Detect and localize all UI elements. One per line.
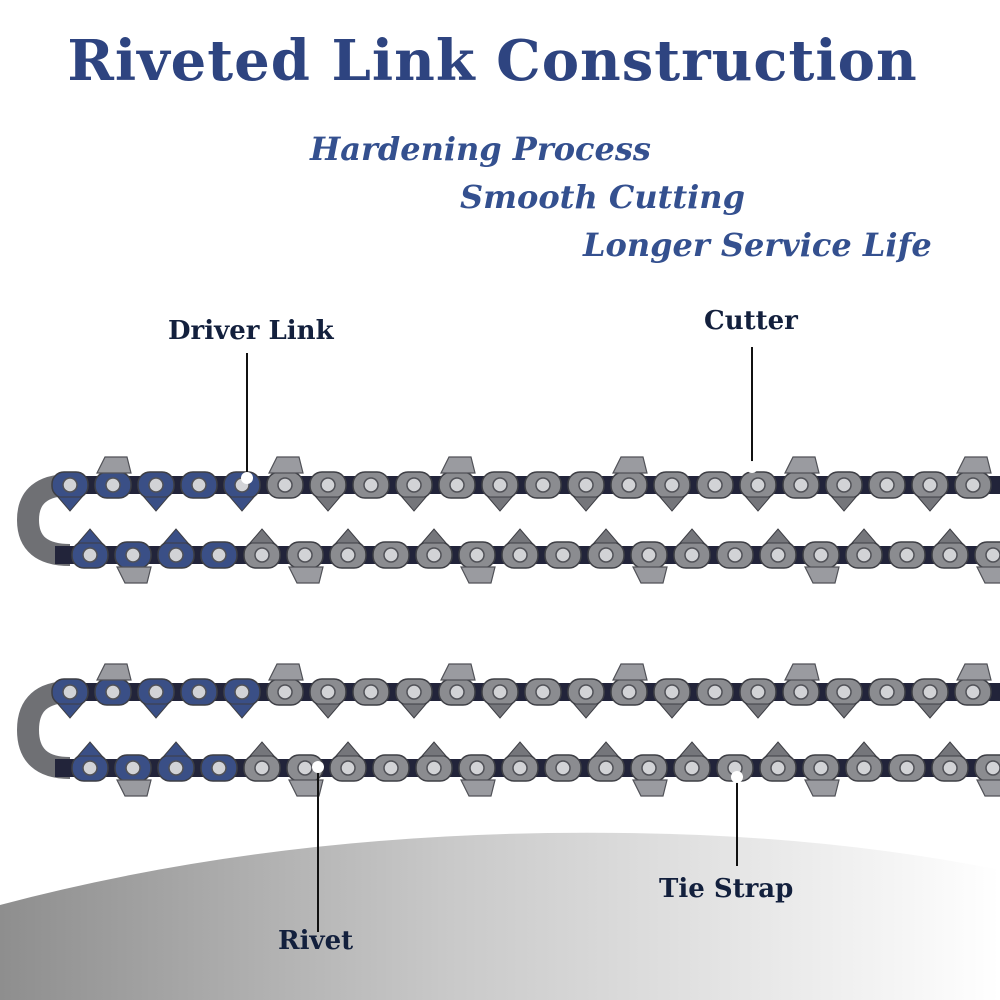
label-driver-link: Driver Link — [168, 316, 334, 346]
rivet-marker — [312, 761, 324, 773]
feature-service-life: Longer Service Life — [583, 226, 932, 264]
chain-top — [16, 456, 1000, 584]
callouts — [241, 347, 758, 932]
label-tie-strap: Tie Strap — [659, 874, 794, 904]
cutter-marker — [746, 461, 758, 473]
label-rivet: Rivet — [278, 926, 354, 956]
label-cutter: Cutter — [704, 306, 798, 336]
feature-hardening: Hardening Process — [310, 130, 651, 168]
tie-strap-marker — [731, 771, 743, 783]
feature-smooth-cutting: Smooth Cutting — [460, 178, 745, 216]
chain-bottom — [16, 663, 1000, 797]
headline: Riveted Link Construction — [67, 28, 918, 94]
driver-link-marker — [241, 472, 253, 484]
